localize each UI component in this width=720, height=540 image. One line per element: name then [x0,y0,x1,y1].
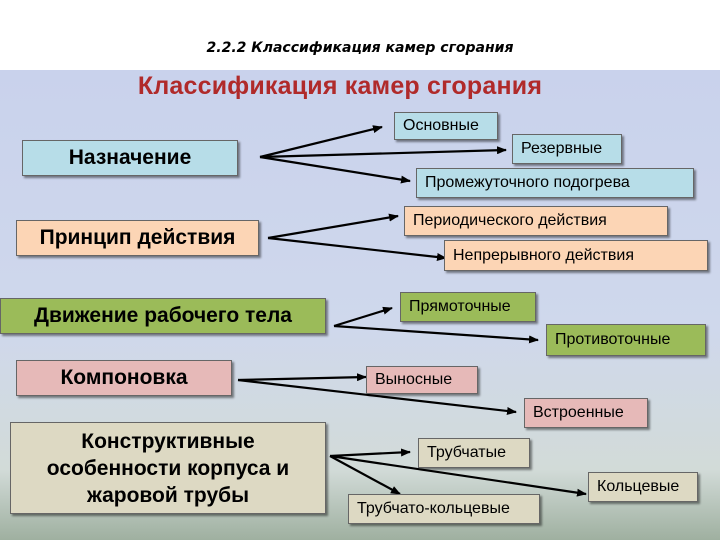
arrow-konstr-kolcevye [329,454,587,497]
category-dvizhenie-rabochego-tela: Движение рабочего тела [0,298,326,334]
arrow-naznachenie-rezervnye [259,146,507,159]
category-komponovka: Компоновка [16,360,232,396]
item-vynosnye: Выносные [366,366,478,394]
item-osnovnye: Основные [394,112,498,140]
arrow-konstr-trubchatye [329,448,411,458]
category-konstr-line-2: особенности корпуса и [46,456,290,480]
slide-title: Классификация камер сгорания [137,72,543,100]
item-trubchatye: Трубчатые [418,438,530,468]
arrow-naznachenie-promezhutochnogo [259,155,411,184]
item-periodicheskogo-deystviya: Периодического действия [404,206,668,236]
item-protivotochnye: Противоточные [546,324,706,356]
arrow-dvizhenie-pryamotochnye [333,306,393,328]
item-pryamotochnye: Прямоточные [400,292,536,322]
category-konstr-line-1: Конструктивные [81,429,255,453]
arrow-princip-periodicheskogo [267,213,399,240]
item-nepreryvnogo-deystviya: Непрерывного действия [444,240,708,271]
arrow-dvizhenie-protivotochnye [333,324,539,344]
category-naznachenie: Назначение [22,140,238,176]
arrow-konstr-trubchato-kolcevye [329,455,401,495]
category-konstr-line-3: жаровой трубы [86,483,250,507]
arrow-komponovka-vynosnye [237,373,367,382]
arrow-princip-nepreryvnogo [267,236,447,261]
category-konstruktivnye-osobennosti: Конструктивные особенности корпуса и жар… [10,422,326,514]
item-trubchato-kolcevye: Трубчато-кольцевые [348,494,540,524]
page-title: 2.2.2 Классификация камер сгорания [206,40,514,56]
item-kolcevye: Кольцевые [588,472,698,502]
item-promezhutochnogo-podogreva: Промежуточного подогрева [416,168,694,198]
arrow-naznachenie-osnovnye [259,125,383,159]
item-rezervnye: Резервные [512,134,622,164]
category-princip-deystviya: Принцип действия [16,220,259,256]
arrow-komponovka-vstroennye [237,378,517,415]
item-vstroennye: Встроенные [524,398,648,428]
